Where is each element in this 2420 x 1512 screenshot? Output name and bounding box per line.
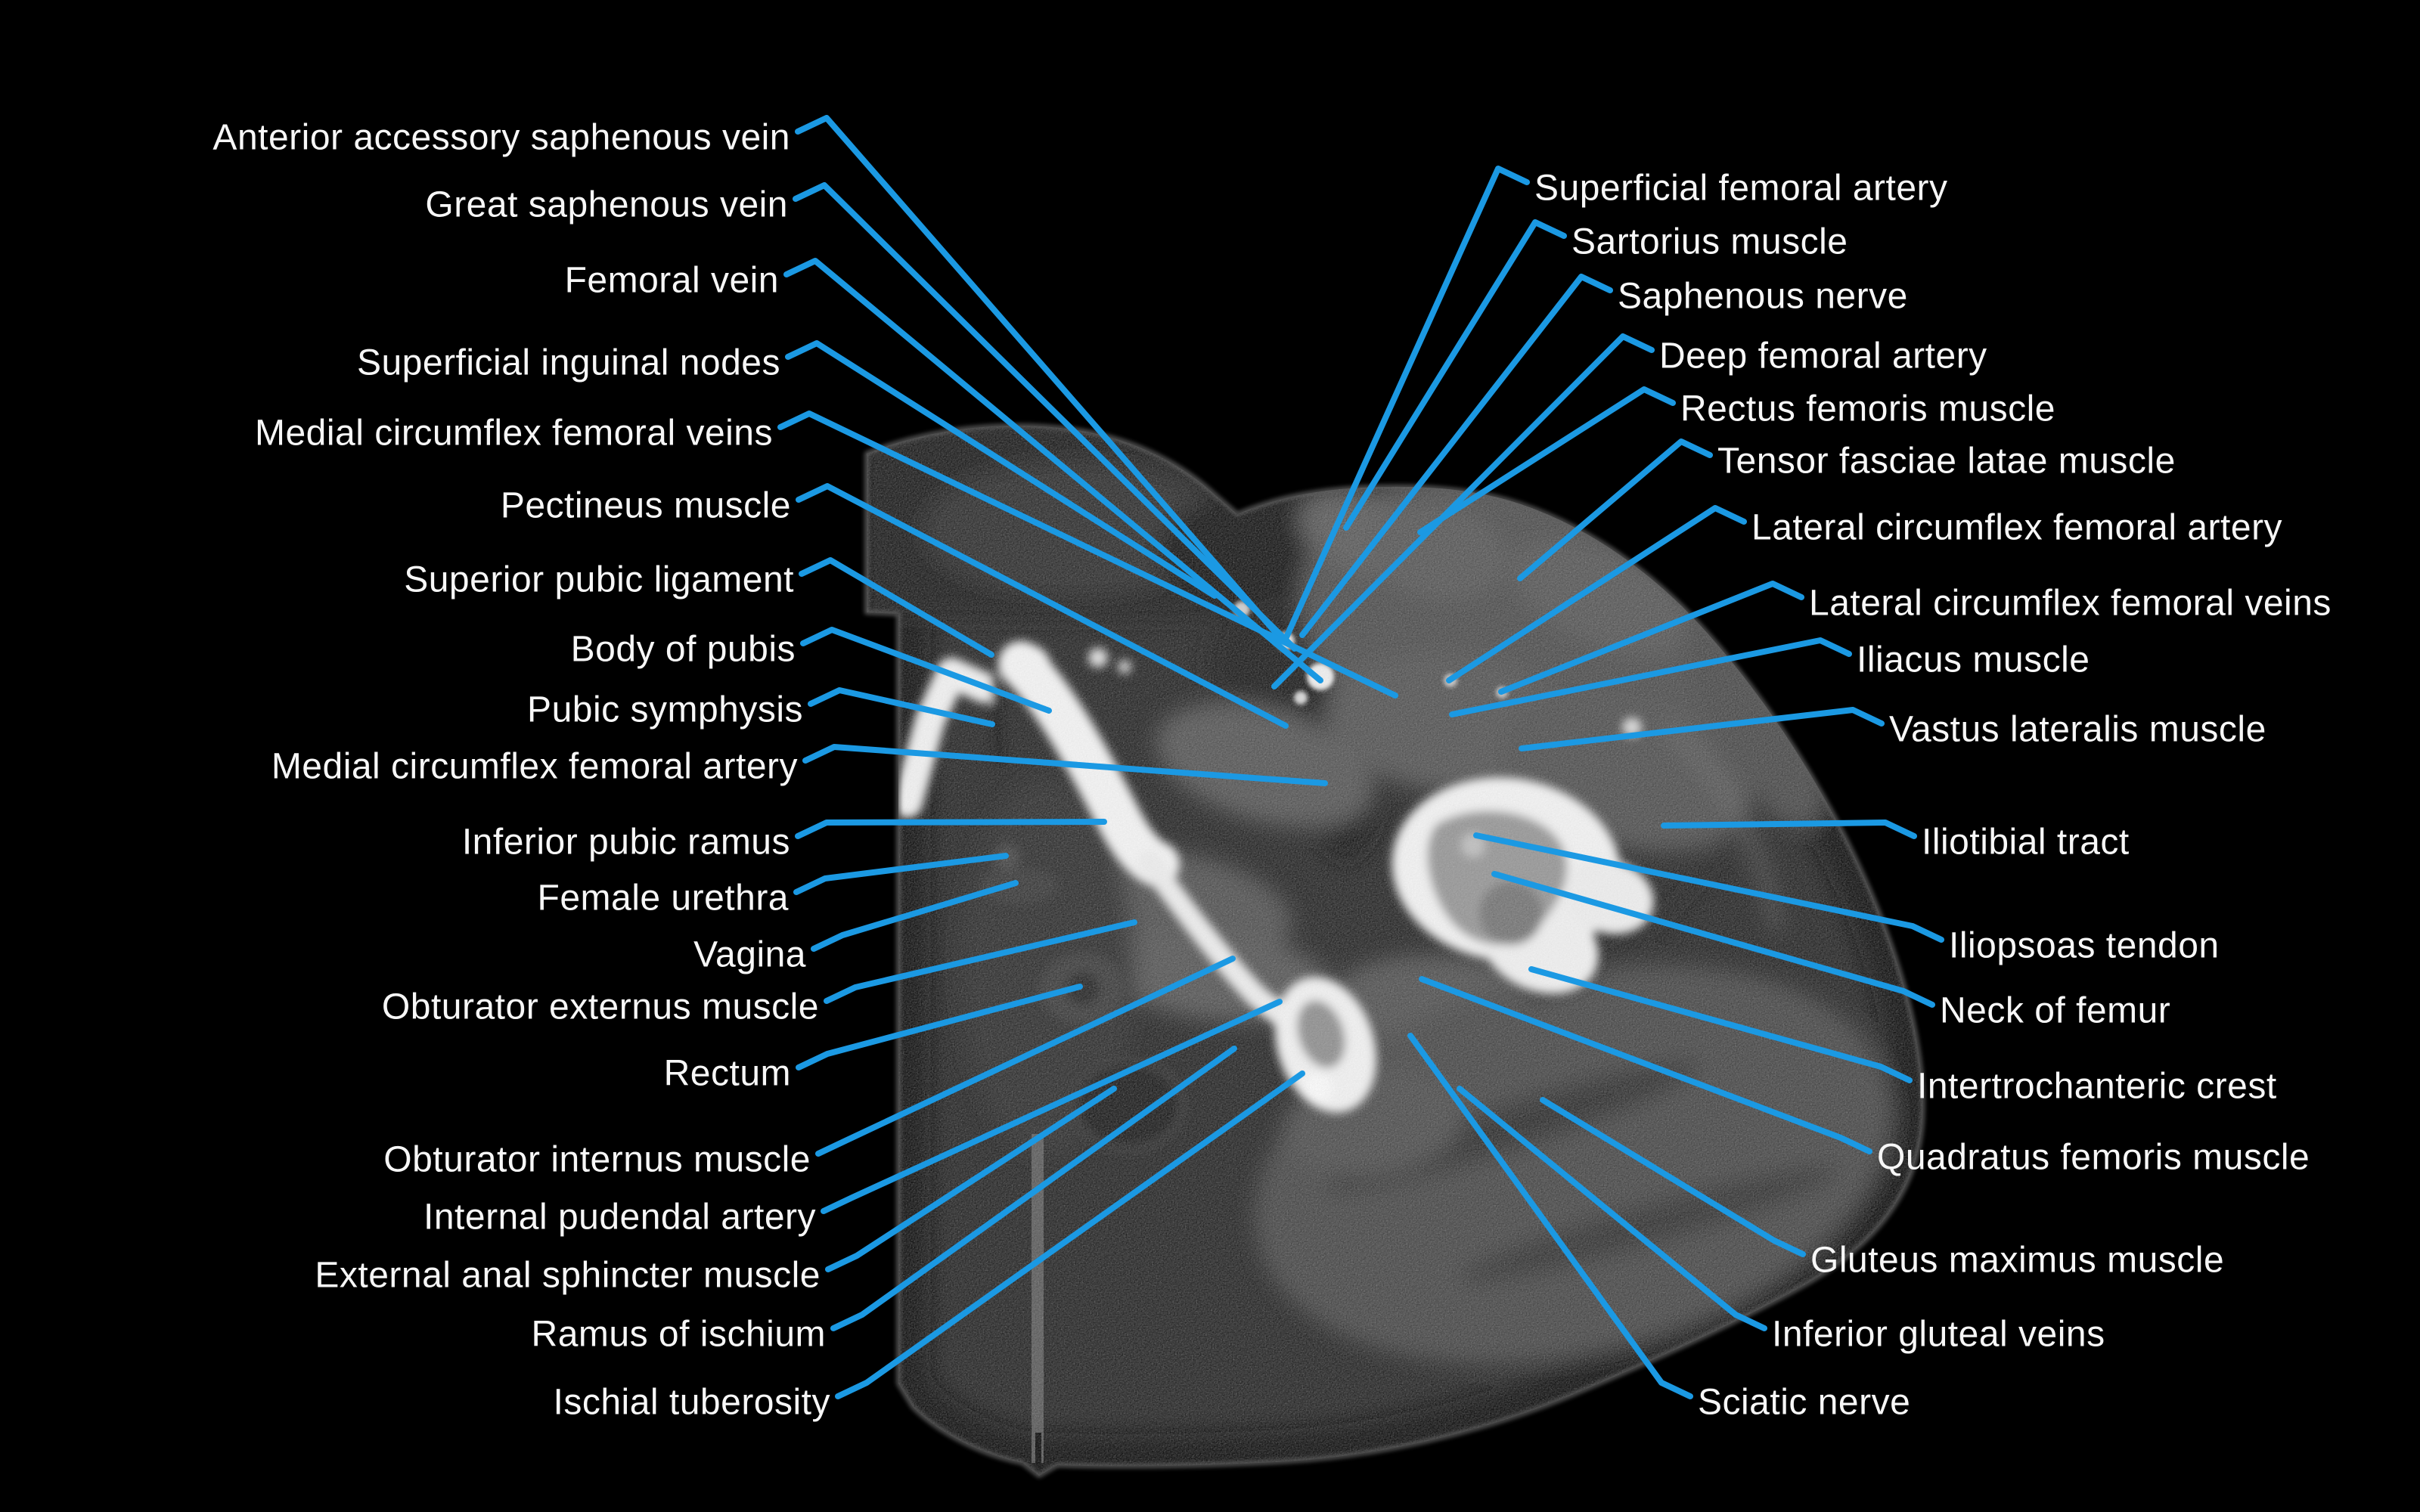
label-lateral-circumflex-femoral-veins: Lateral circumflex femoral veins: [1809, 584, 2332, 624]
leader-line-anterior-accessory-saphenous-vein: [795, 115, 1280, 637]
label-obturator-internus-muscle: Obturator internus muscle: [383, 1140, 811, 1180]
leader-line-ischial-tuberosity: [835, 1070, 1305, 1399]
leader-line-iliacus-muscle: [1449, 637, 1852, 717]
label-quadratus-femoris-muscle: Quadratus femoris muscle: [1877, 1138, 2310, 1178]
leader-line-internal-pudendal-artery: [821, 999, 1283, 1214]
label-anterior-accessory-saphenous-vein: Anterior accessory saphenous vein: [213, 118, 790, 158]
label-deep-femoral-artery: Deep femoral artery: [1659, 336, 1987, 376]
label-pubic-symphysis: Pubic symphysis: [527, 690, 803, 730]
leader-line-ramus-of-ischium: [830, 1046, 1237, 1331]
leader-line-tensor-fasciae-latae-muscle: [1517, 438, 1713, 581]
label-great-saphenous-vein: Great saphenous vein: [425, 185, 788, 225]
leader-line-superior-pubic-ligament: [799, 557, 994, 658]
label-neck-of-femur: Neck of femur: [1940, 991, 2170, 1031]
label-ramus-of-ischium: Ramus of ischium: [532, 1315, 826, 1355]
label-rectus-femoris-muscle: Rectus femoris muscle: [1680, 389, 2055, 429]
label-inferior-pubic-ramus: Inferior pubic ramus: [462, 823, 790, 863]
leader-line-iliopsoas-tendon: [1473, 832, 1944, 943]
label-superficial-inguinal-nodes: Superficial inguinal nodes: [357, 343, 780, 383]
label-tensor-fasciae-latae-muscle: Tensor fasciae latae muscle: [1717, 442, 2176, 482]
leader-line-obturator-internus-muscle: [815, 956, 1236, 1157]
leader-line-pectineus-muscle: [796, 483, 1289, 729]
leader-line-neck-of-femur: [1491, 871, 1935, 1008]
leader-line-gluteus-maximus-muscle: [1540, 1097, 1806, 1257]
label-inferior-gluteal-veins: Inferior gluteal veins: [1772, 1315, 2105, 1355]
leader-line-sciatic-nerve: [1407, 1033, 1693, 1399]
leader-line-femoral-vein: [783, 258, 1323, 683]
label-rectum: Rectum: [664, 1054, 791, 1094]
label-ischial-tuberosity: Ischial tuberosity: [554, 1383, 831, 1423]
label-body-of-pubis: Body of pubis: [571, 630, 796, 670]
label-sciatic-nerve: Sciatic nerve: [1698, 1383, 1910, 1423]
label-iliacus-muscle: Iliacus muscle: [1857, 640, 2090, 680]
leader-line-superficial-inguinal-nodes: [785, 340, 1218, 599]
leader-line-superficial-femoral-artery: [1283, 166, 1530, 642]
leader-line-rectum: [796, 984, 1083, 1070]
label-vastus-lateralis-muscle: Vastus lateralis muscle: [1889, 710, 2266, 750]
label-obturator-externus-muscle: Obturator externus muscle: [382, 987, 819, 1027]
label-medial-circumflex-femoral-veins: Medial circumflex femoral veins: [255, 414, 773, 454]
leader-line-external-anal-sphincter-muscle: [825, 1086, 1117, 1272]
leader-line-saphenous-nerve: [1299, 274, 1613, 638]
label-gluteus-maximus-muscle: Gluteus maximus muscle: [1810, 1241, 2224, 1281]
label-iliotibial-tract: Iliotibial tract: [1922, 823, 2130, 863]
leader-line-deep-femoral-artery: [1271, 333, 1655, 689]
label-vagina: Vagina: [693, 935, 806, 975]
label-femoral-vein: Femoral vein: [565, 261, 779, 301]
leader-line-body-of-pubis: [800, 627, 1052, 714]
leader-lines-layer: [777, 115, 1944, 1399]
leader-line-pubic-symphysis: [808, 687, 995, 727]
label-pectineus-muscle: Pectineus muscle: [501, 486, 791, 526]
label-saphenous-nerve: Saphenous nerve: [1618, 277, 1908, 317]
leader-line-iliotibial-tract: [1661, 820, 1917, 839]
label-lateral-circumflex-femoral-artery: Lateral circumflex femoral artery: [1751, 508, 2282, 548]
leader-line-inferior-gluteal-veins: [1457, 1086, 1767, 1331]
label-internal-pudendal-artery: Internal pudendal artery: [424, 1198, 816, 1238]
leader-line-lateral-circumflex-femoral-artery: [1446, 505, 1747, 683]
leader-line-intertrochanteric-crest: [1528, 966, 1913, 1083]
leader-line-rectus-femoris-muscle: [1417, 386, 1676, 535]
label-female-urethra: Female urethra: [538, 878, 789, 919]
leader-line-female-urethra: [793, 853, 1009, 895]
label-external-anal-sphincter-muscle: External anal sphincter muscle: [315, 1256, 821, 1296]
label-iliopsoas-tendon: Iliopsoas tendon: [1949, 926, 2220, 966]
leader-line-medial-circumflex-femoral-veins: [777, 411, 1398, 699]
label-superficial-femoral-artery: Superficial femoral artery: [1534, 169, 1948, 209]
leader-line-vagina: [811, 880, 1019, 952]
label-superior-pubic-ligament: Superior pubic ligament: [404, 560, 794, 600]
leader-line-obturator-externus-muscle: [824, 919, 1137, 1004]
leader-line-quadratus-femoris-muscle: [1419, 976, 1872, 1154]
leader-line-lateral-circumflex-femoral-veins: [1498, 581, 1804, 695]
label-sartorius-muscle: Sartorius muscle: [1571, 222, 1848, 262]
leader-line-great-saphenous-vein: [793, 182, 1298, 652]
label-intertrochanteric-crest: Intertrochanteric crest: [1917, 1067, 2277, 1107]
leader-line-inferior-pubic-ramus: [795, 819, 1107, 839]
leader-line-medial-circumflex-femoral-artery: [802, 744, 1328, 786]
leader-line-vastus-lateralis-muscle: [1519, 707, 1885, 751]
body-outline: [864, 423, 1925, 1479]
label-medial-circumflex-femoral-artery: Medial circumflex femoral artery: [271, 747, 798, 787]
leader-line-sartorius-muscle: [1343, 219, 1567, 531]
